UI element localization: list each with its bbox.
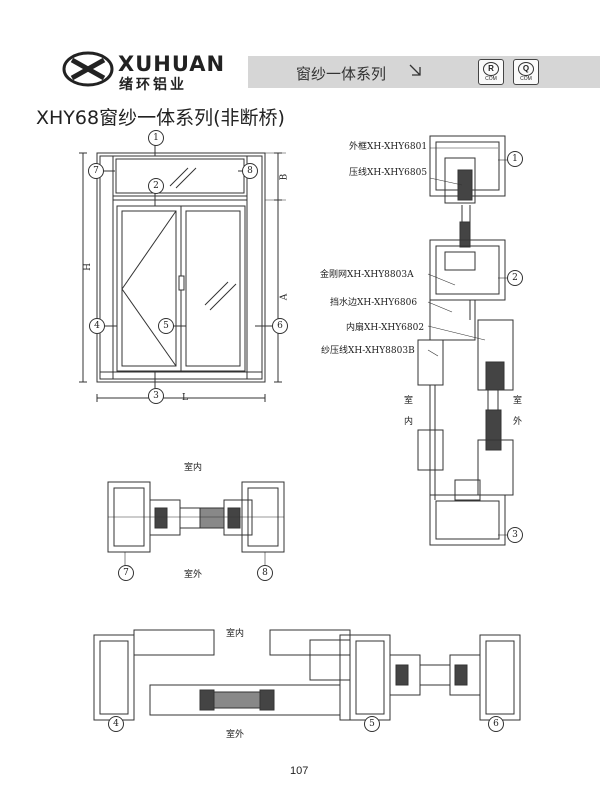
label-outdoor-b: 外 (513, 417, 523, 427)
callout-7: 7 (88, 163, 104, 179)
dim-a: A (279, 293, 290, 301)
label-bead: 压线XH-XHY6805 (349, 168, 428, 178)
header-band (248, 56, 600, 88)
callout-section-6: 6 (488, 716, 504, 732)
label-indoor-a: 室 (404, 396, 414, 406)
page-header: XUHUAN 绪环铝业 窗纱一体系列 R COM Q COM (0, 0, 600, 95)
section-78-outdoor: 室外 (184, 570, 203, 580)
brand-name-cn: 绪环铝业 (119, 77, 187, 93)
section-7-8 (107, 481, 285, 567)
callout-section-2: 2 (507, 270, 523, 286)
section-456-indoor: 室内 (226, 629, 245, 639)
label-drip: 挡水边XH-XHY6806 (330, 298, 418, 308)
page-title: XHY68窗纱一体系列(非断桥) (36, 107, 285, 129)
cert-q-badge: Q COM (513, 59, 539, 85)
callout-section-8: 8 (257, 565, 273, 581)
vertical-section (417, 135, 514, 546)
callout-section-7: 7 (118, 565, 134, 581)
dim-l: L (182, 393, 188, 403)
callout-2: 2 (148, 178, 164, 194)
callout-4: 4 (89, 318, 105, 334)
section-456-outdoor: 室外 (226, 730, 245, 740)
window-elevation (79, 145, 286, 402)
series-title: 窗纱一体系列 (296, 65, 387, 83)
xuhuan-logo-icon (62, 51, 114, 87)
page-number: 107 (290, 765, 309, 777)
label-outer-frame: 外框XH-XHY6801 (349, 142, 428, 152)
brand-name-en: XUHUAN (118, 52, 226, 76)
label-sash: 内扇XH-XHY6802 (346, 323, 425, 333)
callout-3: 3 (148, 388, 164, 404)
dim-b: B (279, 173, 290, 181)
section-78-indoor: 室内 (184, 463, 203, 473)
callout-1: 1 (148, 130, 164, 146)
callout-section-1: 1 (507, 151, 523, 167)
section-4-5-6 (93, 629, 521, 728)
label-outdoor-a: 室 (513, 396, 523, 406)
callout-8: 8 (242, 163, 258, 179)
label-mesh: 金刚网XH-XHY8803A (320, 270, 414, 280)
cert-r-badge: R COM (478, 59, 504, 85)
callout-6: 6 (272, 318, 288, 334)
callout-5: 5 (158, 318, 174, 334)
label-indoor-b: 内 (404, 417, 414, 427)
label-screen-bead: 纱压线XH-XHY8803B (321, 346, 415, 356)
callout-section-5: 5 (364, 716, 380, 732)
callout-section-4: 4 (108, 716, 124, 732)
dim-h: H (82, 263, 93, 271)
callout-section-3: 3 (507, 527, 523, 543)
arrow-down-right-icon (409, 64, 421, 76)
